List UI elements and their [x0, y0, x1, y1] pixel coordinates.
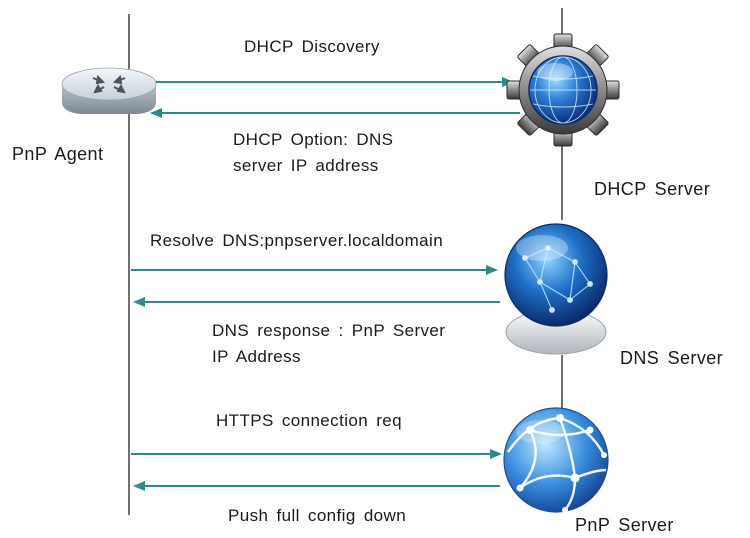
network-globe-icon: [504, 223, 608, 355]
dhcp-option-message-line1: DHCP Option: DNS: [233, 130, 394, 149]
dhcp-server-label: DHCP Server: [594, 179, 711, 199]
dhcp-discovery-message: DHCP Discovery: [244, 37, 380, 56]
resolve-dns-message: Resolve DNS:pnpserver.localdomain: [150, 231, 444, 250]
pnp-agent-label: PnP Agent: [12, 144, 104, 164]
gear-globe-icon: [506, 33, 620, 147]
push-config-message: Push full config down: [228, 506, 407, 525]
dhcp-option-message-line2: server IP address: [233, 156, 379, 175]
dns-response-message-line1: DNS response : PnP Server: [212, 321, 446, 340]
mesh-globe-icon: [503, 407, 609, 513]
pnp-server-label: PnP Server: [575, 515, 674, 535]
dns-server-label: DNS Server: [620, 348, 724, 368]
https-request-message: HTTPS connection req: [216, 411, 402, 430]
dns-response-message-line2: IP Address: [212, 347, 301, 366]
router-icon: [61, 67, 157, 114]
